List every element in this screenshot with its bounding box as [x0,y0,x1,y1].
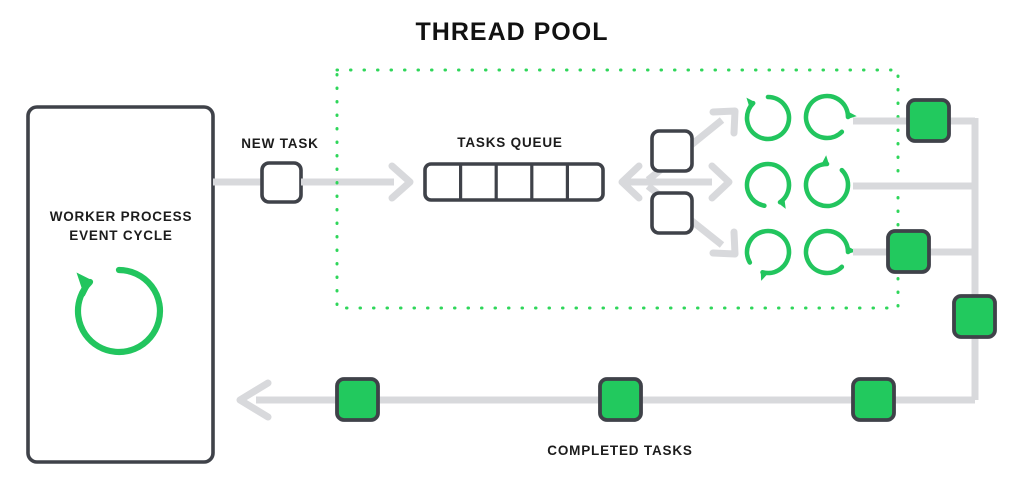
thread-spinner-r2c1 [744,161,793,210]
thread-spinner-r3c2 [797,222,857,282]
thread-pool-boundary [335,68,900,310]
tasks-queue [423,162,605,202]
completed-task-square-4 [851,377,896,422]
tasks-queue-label: TASKS QUEUE [457,135,563,150]
completed-task-square-3 [952,294,997,339]
worker-process-label: WORKER PROCESS EVENT CYCLE [30,207,212,245]
diagram-title: THREAD POOL [415,18,609,46]
arrowhead-branch-lower [709,228,739,258]
worker-process-label-line1: WORKER PROCESS [49,209,193,224]
arrowhead-into-queue [388,162,414,202]
thread-spinner-r1c2 [797,87,857,147]
arrowhead-branch-middle [708,162,733,202]
thread-spinner-r2c2 [797,155,857,215]
arrowhead-queue-back [618,162,643,202]
new-task-square [260,161,303,204]
new-task-label: NEW TASK [241,136,319,151]
thread-spinner-r3c1 [739,223,797,281]
worker-process-label-line2: EVENT CYCLE [69,228,173,243]
completed-task-square-2 [886,229,931,274]
dispatcher-square-top [650,129,694,173]
completed-task-square-1 [906,98,951,143]
dispatcher-square-bottom [650,191,694,235]
worker-process-box [26,105,215,464]
completed-task-square-6 [335,377,380,422]
arrowhead-branch-upper [709,107,739,137]
thread-spinner-r1c1 [746,97,789,139]
completed-tasks-label: COMPLETED TASKS [547,443,693,458]
worker-cycle-icon [74,266,164,356]
completed-task-square-5 [598,377,643,422]
arrowhead-return-to-worker [236,379,272,421]
